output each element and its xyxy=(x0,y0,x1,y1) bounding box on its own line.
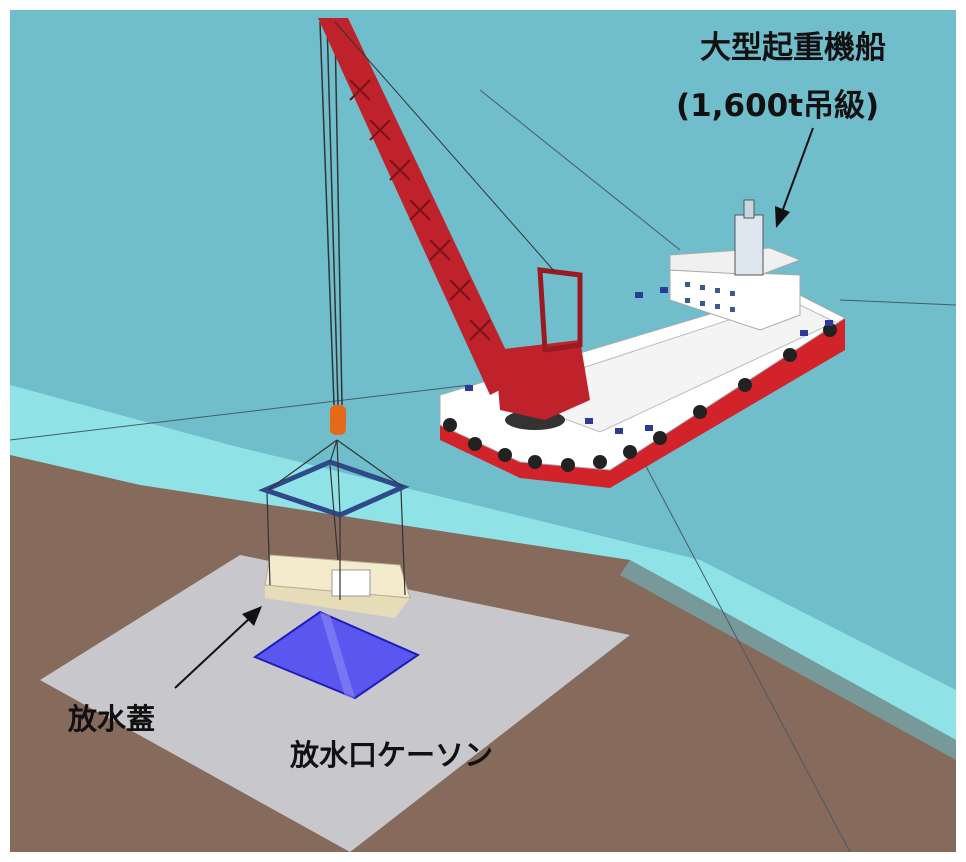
discharge-lid-label: 放水蓋 xyxy=(68,702,156,736)
crane-a-frame xyxy=(537,267,583,353)
discharge-caisson-label: 放水口ケーソン xyxy=(290,738,494,772)
boom-pendant xyxy=(334,21,556,273)
crane-ship-arrow xyxy=(775,127,814,228)
shallow-water-band xyxy=(10,385,956,740)
crane-ship-label: 大型起重機船 xyxy=(700,30,886,66)
lid-block xyxy=(331,569,371,597)
crane-hook xyxy=(330,405,346,435)
ship-fenders xyxy=(443,323,837,472)
mast-top xyxy=(743,199,755,219)
discharge-opening-shade xyxy=(320,612,355,698)
crane-house xyxy=(495,340,590,420)
mooring-line xyxy=(639,454,851,853)
mooring-line xyxy=(9,384,471,441)
ship-mast xyxy=(734,214,764,276)
mooring-line xyxy=(839,299,957,306)
accommodation-windows xyxy=(685,282,735,312)
hoist-cables xyxy=(319,21,343,406)
seabed-edge xyxy=(620,560,956,760)
ship-bollards xyxy=(465,287,833,434)
lid-edge xyxy=(265,585,410,618)
boom-lattice xyxy=(349,79,491,341)
frame-wires xyxy=(266,439,406,600)
caisson-slab xyxy=(40,555,630,852)
crane-ship-capacity-label: (1,600t吊級) xyxy=(676,88,880,124)
discharge-lid-arrow xyxy=(174,606,262,689)
mooring-line xyxy=(479,89,681,251)
crane-boom xyxy=(318,18,520,395)
